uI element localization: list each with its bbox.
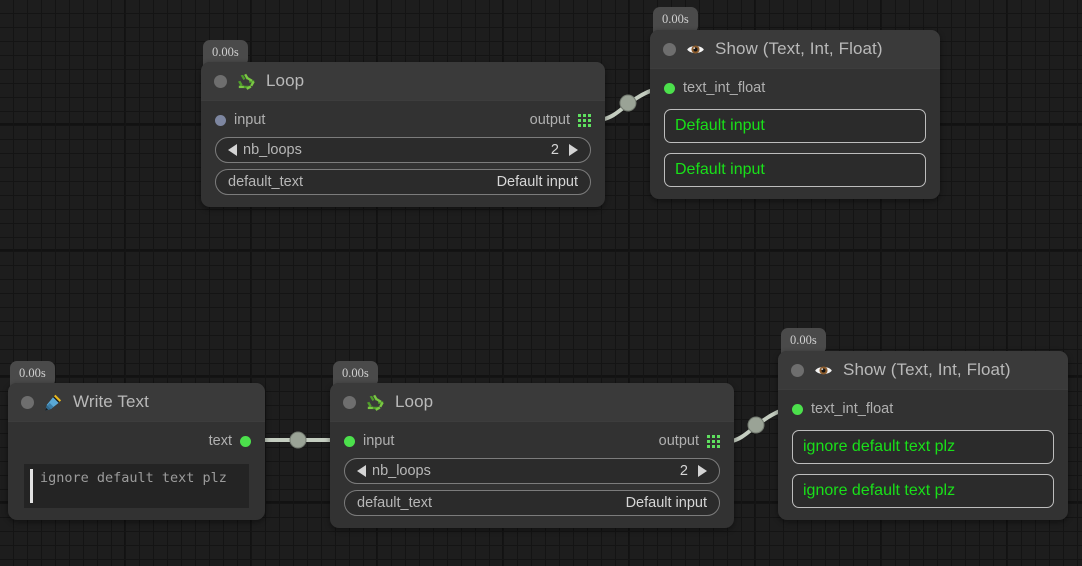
- timestamp-badge-loop-bottom: 0.00s: [333, 361, 378, 387]
- display-box-1-show-bottom: ignore default text plz: [792, 430, 1054, 464]
- port-row-show-top: text_int_float: [660, 77, 930, 99]
- node-title-show-top: Show (Text, Int, Float): [715, 39, 883, 58]
- node-header-write-text[interactable]: Write Text: [8, 383, 265, 422]
- node-title-write-text: Write Text: [73, 392, 149, 411]
- display-value: ignore default text plz: [803, 482, 956, 499]
- widget-nb-loops-loop-bottom[interactable]: nb_loops 2: [344, 458, 720, 484]
- input-port-label: text_int_float: [811, 401, 894, 417]
- text-cursor: [30, 469, 33, 503]
- wire-midpoint-handle: [619, 94, 637, 112]
- port-row-loop-top: input output: [211, 109, 595, 131]
- node-body-show-bottom: text_int_float ignore default text plz i…: [778, 390, 1068, 520]
- widget-value: 2: [550, 142, 559, 158]
- display-box-2-show-top: Default input: [664, 153, 926, 187]
- display-value: Default input: [675, 161, 765, 178]
- pen-nib-icon: [45, 394, 62, 411]
- widget-default-text-loop-bottom[interactable]: default_text Default input: [344, 490, 720, 516]
- stepper-decrement-arrow-icon[interactable]: [228, 144, 237, 156]
- node-body-loop-bottom: input output nb_loops 2 default_text Def…: [330, 422, 734, 528]
- widget-value: Default input: [625, 495, 707, 511]
- port-row-show-bottom: text_int_float: [788, 398, 1058, 420]
- recycle-icon: [238, 73, 255, 90]
- timestamp-badge-show-top: 0.00s: [653, 7, 698, 33]
- input-port-label: input: [363, 433, 395, 449]
- node-body-write-text: text ignore default text plz: [8, 422, 265, 520]
- node-body-loop-top: input output nb_loops 2 default_text Def…: [201, 101, 605, 207]
- node-title-show-bottom: Show (Text, Int, Float): [843, 360, 1011, 379]
- input-port-dot-loop-top[interactable]: [215, 114, 226, 126]
- widget-nb-loops-loop-top[interactable]: nb_loops 2: [215, 137, 591, 163]
- eye-icon: [687, 44, 704, 54]
- widget-value: Default input: [496, 174, 578, 190]
- widget-label: default_text: [228, 174, 303, 190]
- stepper-decrement-arrow-icon[interactable]: [357, 465, 366, 477]
- node-collapse-dot[interactable]: [214, 74, 227, 88]
- stepper-increment-arrow-icon[interactable]: [569, 144, 578, 156]
- stepper-increment-arrow-icon[interactable]: [698, 465, 707, 477]
- node-header-loop-top[interactable]: Loop: [201, 62, 605, 101]
- timestamp-badge-write-text: 0.00s: [10, 361, 55, 387]
- display-value: Default input: [675, 117, 765, 134]
- node-write-text[interactable]: Write Text text ignore default text plz: [8, 383, 265, 520]
- timestamp-badge-loop-top: 0.00s: [203, 40, 248, 66]
- port-row-write-text: text: [18, 430, 255, 452]
- node-title-loop-top: Loop: [266, 71, 305, 90]
- recycle-icon: [367, 394, 384, 411]
- widget-default-text-loop-top[interactable]: default_text Default input: [215, 169, 591, 195]
- input-port-label: text_int_float: [683, 80, 766, 96]
- widget-label: nb_loops: [243, 142, 302, 158]
- output-port-label: output: [529, 112, 570, 128]
- input-port-dot-show-top[interactable]: [664, 82, 675, 94]
- grid-icon[interactable]: [707, 434, 720, 448]
- timestamp-badge-show-bottom: 0.00s: [781, 328, 826, 354]
- node-header-loop-bottom[interactable]: Loop: [330, 383, 734, 422]
- node-collapse-dot[interactable]: [791, 363, 804, 377]
- display-box-1-show-top: Default input: [664, 109, 926, 143]
- text-input-value: ignore default text plz: [40, 470, 227, 486]
- widget-value: 2: [679, 463, 688, 479]
- node-loop-bottom[interactable]: Loop input output nb_loops 2 defa: [330, 383, 734, 528]
- wire-midpoint-handle: [747, 416, 765, 434]
- display-box-2-show-bottom: ignore default text plz: [792, 474, 1054, 508]
- node-loop-top[interactable]: Loop input output nb_loops 2 defa: [201, 62, 605, 207]
- display-value: ignore default text plz: [803, 438, 956, 455]
- input-port-dot-show-bottom[interactable]: [792, 403, 803, 415]
- node-header-show-bottom[interactable]: Show (Text, Int, Float): [778, 351, 1068, 390]
- output-port-dot-write-text[interactable]: [240, 435, 251, 447]
- widget-label: nb_loops: [372, 463, 431, 479]
- text-input-write-text[interactable]: ignore default text plz: [24, 464, 249, 508]
- node-collapse-dot[interactable]: [21, 395, 34, 409]
- node-show-bottom[interactable]: Show (Text, Int, Float) text_int_float i…: [778, 351, 1068, 520]
- grid-icon[interactable]: [578, 113, 591, 127]
- port-row-loop-bottom: input output: [340, 430, 724, 452]
- wire-midpoint-handle: [289, 431, 307, 449]
- widget-label: default_text: [357, 495, 432, 511]
- node-collapse-dot[interactable]: [343, 395, 356, 409]
- node-title-loop-bottom: Loop: [395, 392, 434, 411]
- node-header-show-top[interactable]: Show (Text, Int, Float): [650, 30, 940, 69]
- input-port-dot-loop-bottom[interactable]: [344, 435, 355, 447]
- node-show-top[interactable]: Show (Text, Int, Float) text_int_float D…: [650, 30, 940, 199]
- node-collapse-dot[interactable]: [663, 42, 676, 56]
- input-port-label: input: [234, 112, 266, 128]
- eye-icon: [815, 365, 832, 375]
- output-port-label: text: [208, 433, 232, 449]
- output-port-label: output: [658, 433, 699, 449]
- node-body-show-top: text_int_float Default input Default inp…: [650, 69, 940, 199]
